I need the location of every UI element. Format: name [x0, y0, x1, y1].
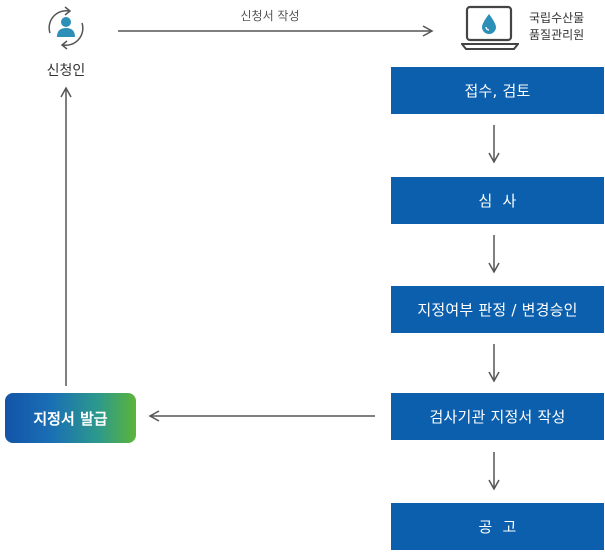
organization-name: 국립수산물 품질관리원: [529, 10, 584, 44]
step-certificate-drafting: 검사기관 지정서 작성: [391, 393, 604, 440]
organization-name-line1: 국립수산물: [529, 11, 585, 25]
step-examination: 심 사: [391, 177, 604, 224]
organization-name-line2: 품질관리원: [529, 28, 585, 42]
laptop-water-drop-icon: [459, 4, 521, 52]
issue-certificate-box: 지정서 발급: [5, 393, 136, 443]
step-receipt-review: 접수, 검토: [391, 67, 604, 114]
applicant-label: 신청인: [46, 63, 86, 79]
flow-label: 신청서 작성: [240, 9, 300, 23]
person-cycle-icon: [41, 3, 91, 53]
step-announcement: 공 고: [391, 503, 604, 550]
step-designation-decision: 지정여부 판정 / 변경승인: [391, 286, 604, 333]
